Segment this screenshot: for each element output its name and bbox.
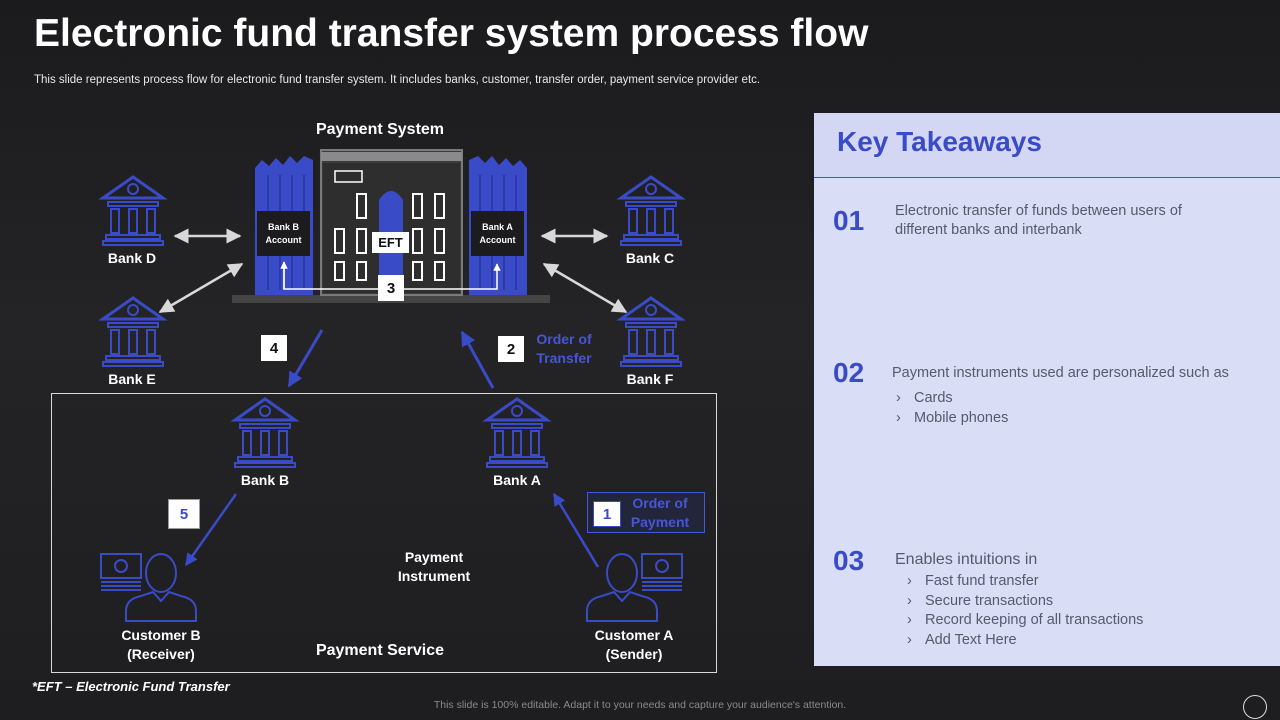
payment-instrument-label: Payment Instrument (380, 548, 488, 586)
arrow-bank-e (158, 262, 244, 314)
key-takeaways-header (814, 113, 1280, 178)
payment-service-label: Payment Service (315, 642, 445, 659)
takeaway-3-number: 03 (833, 545, 865, 576)
step-2-badge: 2 (498, 336, 524, 362)
bank-f-label: Bank F (626, 371, 674, 387)
bank-d-icon (101, 175, 165, 247)
order-of-transfer-line1: Order of (536, 331, 592, 347)
circle-icon (1243, 695, 1267, 719)
bank-f-icon (619, 296, 683, 368)
list-item: Mobile phones (896, 409, 1008, 429)
customer-a-role: (Sender) (605, 646, 663, 662)
bank-a-label: Bank A (493, 472, 541, 488)
page-title: Electronic fund transfer system process … (34, 12, 869, 55)
payment-service-box (51, 393, 717, 673)
bank-b-label: Bank B (240, 472, 290, 488)
arrow-step-5 (184, 493, 238, 567)
takeaway-2-number: 02 (833, 357, 865, 388)
takeaway-2-text: Payment instruments used are personalize… (892, 365, 1229, 381)
process-flow-diagram (100, 149, 683, 622)
bank-b-account-line1: Bank B (267, 222, 299, 232)
order-of-payment-line2: Payment (630, 514, 690, 530)
step-3-badge: 3 (378, 275, 404, 301)
bank-d-label: Bank D (107, 250, 157, 266)
order-of-transfer-line2: Transfer (536, 350, 592, 366)
order-of-transfer-label: Order of Transfer (528, 330, 600, 368)
bank-e-icon (101, 296, 165, 368)
order-of-payment-line1: Order of (632, 495, 688, 511)
bank-a-account-line1: Bank A (482, 222, 513, 232)
bank-c-label: Bank C (625, 250, 675, 266)
arrow-bank-f (542, 262, 628, 314)
takeaway-3-bullets: Fast fund transfer Secure transactions R… (907, 572, 1143, 650)
step-5-badge: 5 (168, 499, 200, 529)
step-4-badge: 4 (261, 335, 287, 361)
takeaway-2-bullets: Cards Mobile phones (896, 389, 1008, 428)
list-item: Record keeping of all transactions (907, 611, 1143, 631)
step-1-badge: 1 (593, 501, 621, 527)
customer-a-name: Customer A (594, 627, 674, 643)
list-item: Add Text Here (907, 631, 1143, 651)
bank-a-account-card: Bank A Account (471, 221, 524, 247)
footer-note: This slide is 100% editable. Adapt it to… (433, 699, 847, 711)
order-of-payment-label: Order of Payment (624, 494, 696, 532)
bank-a-account-line2: Account (479, 235, 516, 245)
list-item: Cards (896, 389, 1008, 409)
payment-instrument-line1: Payment (404, 549, 464, 565)
bank-b-account-card: Bank B Account (257, 221, 310, 247)
key-takeaways-title: Key Takeaways (837, 126, 1042, 157)
payment-instrument-line2: Instrument (397, 568, 471, 584)
takeaway-1-number: 01 (833, 205, 865, 236)
takeaway-3-text: Enables intuitions in (895, 551, 1038, 568)
payment-system-label: Payment System (315, 121, 445, 138)
bank-e-label: Bank E (108, 371, 156, 387)
takeaway-1-text: Electronic transfer of funds between use… (895, 203, 1182, 238)
customer-b-name: Customer B (121, 627, 201, 643)
bank-b-account-line2: Account (265, 235, 302, 245)
payment-system-building-icon (232, 149, 550, 303)
page-subtitle: This slide represents process flow for e… (34, 74, 761, 86)
bank-c-icon (619, 175, 683, 247)
list-item: Secure transactions (907, 592, 1143, 612)
list-item: Fast fund transfer (907, 572, 1143, 592)
arrow-step-2 (460, 330, 495, 389)
eft-label: EFT (372, 232, 409, 253)
eft-footnote: *EFT – Electronic Fund Transfer (32, 679, 230, 694)
arrow-step-1 (552, 492, 600, 568)
customer-b-role: (Receiver) (127, 646, 195, 662)
arrow-step-4 (287, 329, 324, 388)
customer-a-label: Customer A (Sender) (568, 626, 700, 664)
customer-b-label: Customer B (Receiver) (95, 626, 227, 664)
